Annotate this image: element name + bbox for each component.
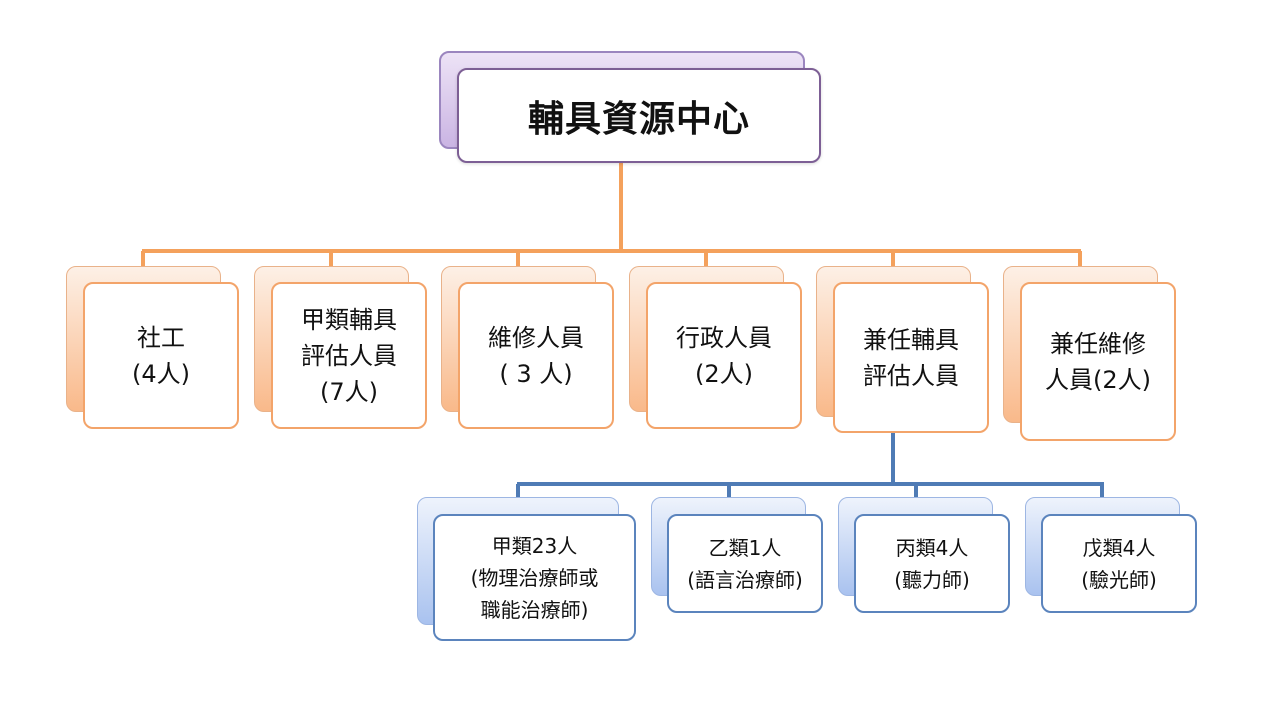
department-node-admin-staff: 行政人員 (2人) (629, 266, 803, 430)
department-node-card: 維修人員 ( 3 人) (458, 282, 614, 429)
department-node-card: 行政人員 (2人) (646, 282, 802, 429)
evaluator-label: 戊類4人 (驗光師) (1081, 535, 1157, 592)
evaluator-label: 甲類23人 (物理治療師或 職能治療師) (470, 533, 599, 622)
department-node-social-worker: 社工 (4人) (66, 266, 240, 430)
department-node-card: 甲類輔具 評估人員 (7人) (271, 282, 427, 429)
department-node-repair-staff: 維修人員 ( 3 人) (441, 266, 615, 430)
department-label: 甲類輔具 評估人員 (7人) (301, 305, 397, 406)
blue-connectors (516, 430, 1104, 498)
department-label: 社工 (4人) (132, 323, 190, 388)
evaluator-node-card: 丙類4人 (聽力師) (854, 514, 1010, 613)
evaluator-node-class-e: 戊類4人 (驗光師) (1025, 497, 1197, 613)
department-node-part-time-evaluator: 兼任輔具 評估人員 (816, 266, 990, 434)
evaluator-node-class-b: 乙類1人 (語言治療師) (651, 497, 823, 613)
department-node-class-a-evaluator: 甲類輔具 評估人員 (7人) (254, 266, 428, 430)
orange-connectors (141, 160, 1082, 268)
evaluator-label: 丙類4人 (聽力師) (894, 535, 970, 592)
evaluator-node-card: 乙類1人 (語言治療師) (667, 514, 823, 613)
department-label: 維修人員 ( 3 人) (488, 323, 584, 388)
root-node-card: 輔具資源中心 (457, 68, 821, 163)
department-node-card: 兼任維修 人員(2人) (1020, 282, 1176, 441)
root-node-label: 輔具資源中心 (527, 98, 750, 140)
department-node-part-time-repair: 兼任維修 人員(2人) (1003, 266, 1177, 441)
evaluator-label: 乙類1人 (語言治療師) (687, 535, 803, 592)
department-label: 兼任輔具 評估人員 (863, 325, 959, 390)
evaluator-node-card: 甲類23人 (物理治療師或 職能治療師) (433, 514, 636, 641)
department-node-card: 兼任輔具 評估人員 (833, 282, 989, 433)
department-label: 行政人員 (2人) (676, 323, 772, 388)
root-node: 輔具資源中心 (439, 51, 821, 163)
evaluator-node-card: 戊類4人 (驗光師) (1041, 514, 1197, 613)
department-node-card: 社工 (4人) (83, 282, 239, 429)
evaluator-node-class-a: 甲類23人 (物理治療師或 職能治療師) (417, 497, 636, 641)
evaluator-node-class-c: 丙類4人 (聽力師) (838, 497, 1010, 613)
department-label: 兼任維修 人員(2人) (1045, 329, 1151, 394)
